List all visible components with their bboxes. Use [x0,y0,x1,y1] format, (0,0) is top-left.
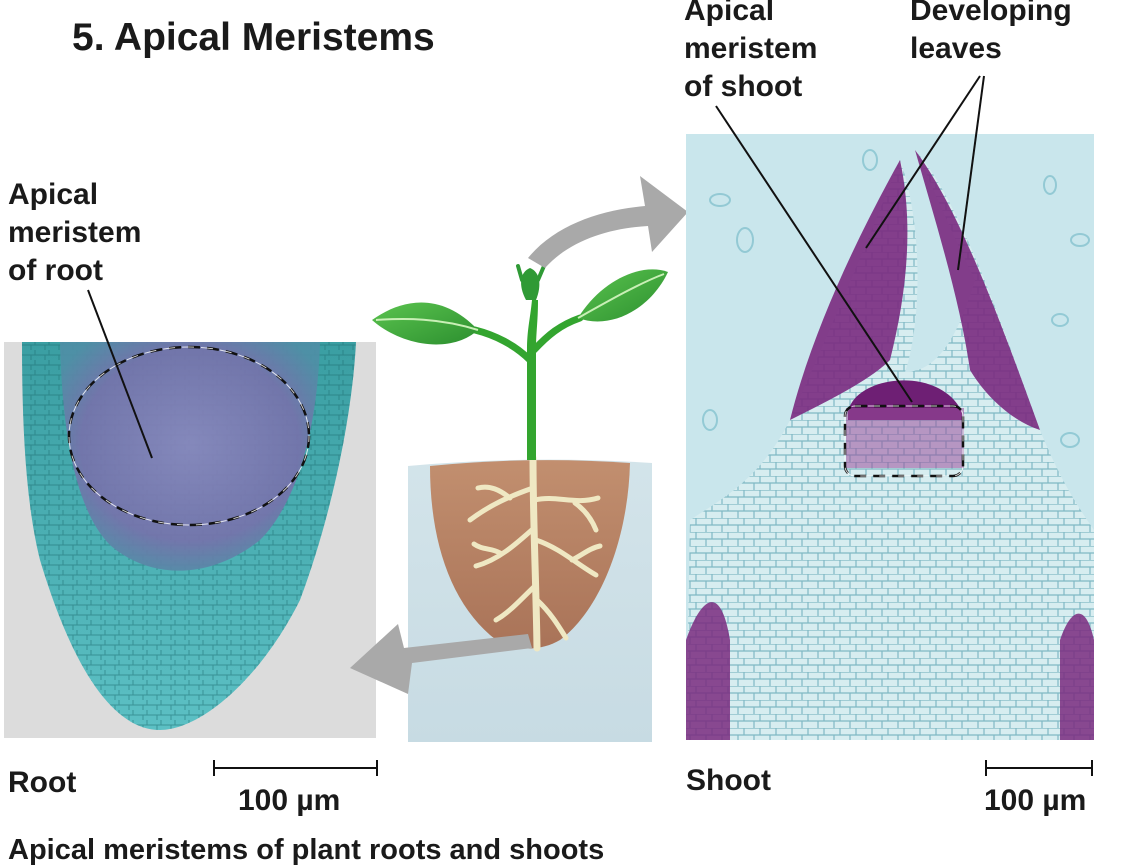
label-root-meristem-line1: Apical [8,178,99,211]
developing-leaves-leader-line-right [957,75,985,271]
label-shoot: Shoot [686,764,771,797]
shoot-meristem-leader-line [715,105,913,403]
shoot-scale-bar [985,760,1093,776]
figure-caption: Apical meristems of plant roots and shoo… [8,834,605,866]
label-shoot-meristem-line3: of shoot [684,70,803,103]
label-root-meristem: Apical meristem of root [8,176,141,290]
root-micrograph [4,342,376,738]
shoot-micrograph [686,134,1094,740]
seedling-diagram [372,264,668,742]
label-developing-leaves-line2: leaves [910,32,1002,65]
label-shoot-meristem-line1: Apical [684,0,775,27]
label-developing-leaves: Developing leaves [910,0,1072,68]
root-meristem-leader-line [87,289,153,459]
label-shoot-meristem-line2: meristem [684,32,818,65]
label-shoot-scale: 100 µm [984,784,1087,817]
arrow-to-root [350,624,532,694]
label-shoot-meristem: Apical meristem of shoot [684,0,817,106]
root-meristem-zone [60,342,320,571]
label-developing-leaves-line1: Developing [910,0,1072,27]
developing-leaf-right [915,150,1040,430]
apical-bud [521,268,540,300]
developing-leaf-left [790,160,908,420]
leaf-left [372,302,478,345]
page-title: 5. Apical Meristems [72,16,435,59]
label-root-meristem-line2: meristem [8,216,142,249]
stem [527,300,538,460]
root-scale-bar [213,760,378,776]
arrow-to-shoot [528,176,688,268]
root-system [467,454,603,652]
label-root: Root [8,766,77,799]
label-root-scale: 100 µm [238,784,341,817]
developing-leaves-leader-line-left [865,75,981,249]
label-root-meristem-line3: of root [8,254,103,287]
